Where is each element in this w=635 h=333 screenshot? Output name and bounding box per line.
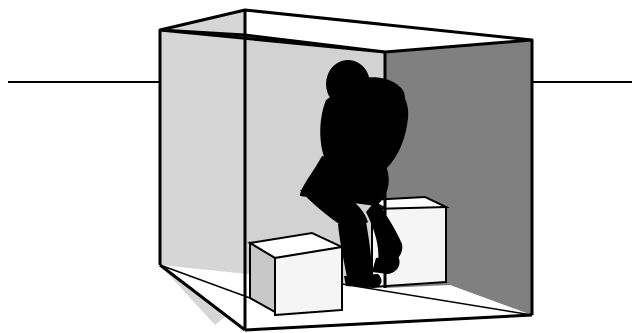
small-cube bbox=[250, 233, 342, 315]
